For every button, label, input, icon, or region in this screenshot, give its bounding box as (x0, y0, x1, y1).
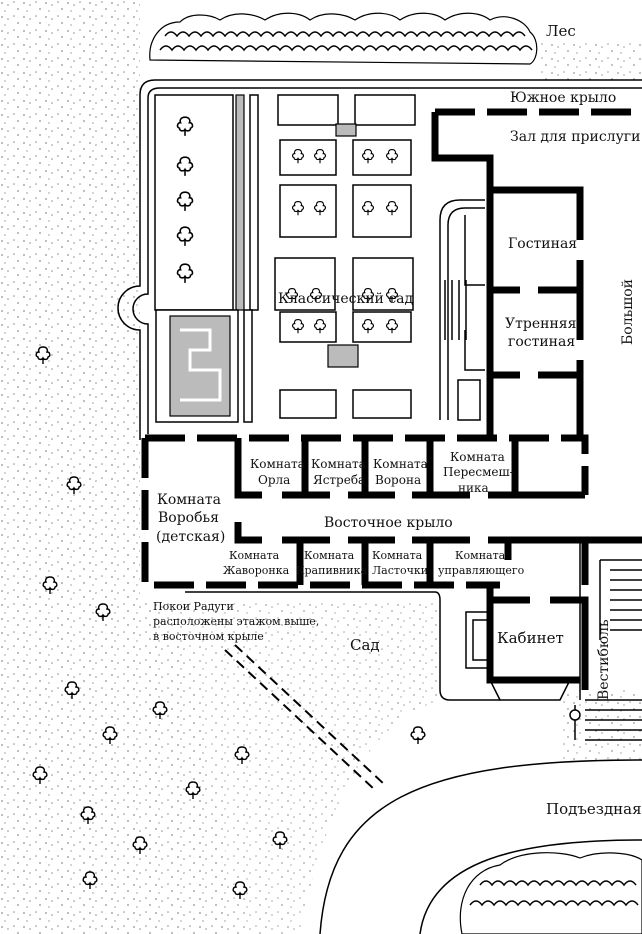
label-sparrow-room-3: (детская) (156, 529, 225, 545)
south-wing-walls (431, 108, 642, 435)
label-south-wing: Южное крыло (510, 90, 616, 106)
label-hawk-room-2: Ястреба (313, 473, 365, 487)
label-lark-room-2: Жаворонка (223, 564, 290, 577)
label-driveway: Подъездная (546, 800, 642, 818)
maze-garden (155, 309, 253, 423)
label-eagle-room-2: Орла (258, 473, 290, 487)
label-sparrow-room-1: Комната (157, 492, 221, 508)
label-great-hall: Большой (620, 279, 636, 345)
garden-tree-column (154, 94, 259, 311)
label-servants-hall: Зал для прислуги (510, 129, 640, 145)
note-rainbow-3: в восточном крыле (153, 630, 264, 643)
label-steward-room-2: управляющего (438, 564, 525, 577)
label-vestibule: Вестибюль (596, 619, 612, 700)
forest-bottom (459, 852, 642, 934)
label-swallow-room-1: Комната (372, 549, 423, 562)
label-steward-room-1: Комната (455, 549, 506, 562)
label-mockingbird-room-2: Пересмеш- (443, 465, 514, 479)
label-raven-room-1: Комната (373, 457, 428, 471)
label-morning-room-2: гостиная (508, 334, 575, 350)
label-garden: Сад (350, 636, 380, 654)
label-wren-room-2: Крапивника (296, 564, 368, 577)
label-eagle-room-1: Комната (250, 457, 305, 471)
label-hawk-room-1: Комната (311, 457, 366, 471)
label-wren-room-1: Комната (304, 549, 355, 562)
label-sparrow-room-2: Воробья (158, 510, 219, 526)
study-walls (185, 540, 642, 741)
classic-garden-beds (274, 94, 416, 419)
east-wing-walls (141, 434, 642, 589)
label-mockingbird-room-1: Комната (450, 450, 505, 464)
label-morning-room-1: Утренняя (505, 316, 577, 332)
note-rainbow-1: Покои Радуги (153, 600, 234, 613)
label-forest: Лес (546, 22, 576, 40)
forest-top (149, 12, 538, 65)
label-raven-room-2: Ворона (375, 473, 421, 487)
note-rainbow-2: расположены этажом выше, (153, 615, 319, 628)
label-living-room: Гостиная (508, 236, 577, 252)
label-study: Кабинет (497, 629, 564, 647)
estate-boundary (117, 79, 642, 440)
label-mockingbird-room-3: ника (458, 481, 489, 495)
dashed-path (224, 644, 386, 791)
label-classic-garden: Классический сад (278, 291, 414, 307)
terrace (439, 199, 485, 421)
label-east-wing: Восточное крыло (324, 515, 453, 531)
driveway (319, 759, 642, 934)
label-lark-room-1: Комната (229, 549, 280, 562)
label-swallow-room-2: Ласточки (372, 564, 428, 577)
